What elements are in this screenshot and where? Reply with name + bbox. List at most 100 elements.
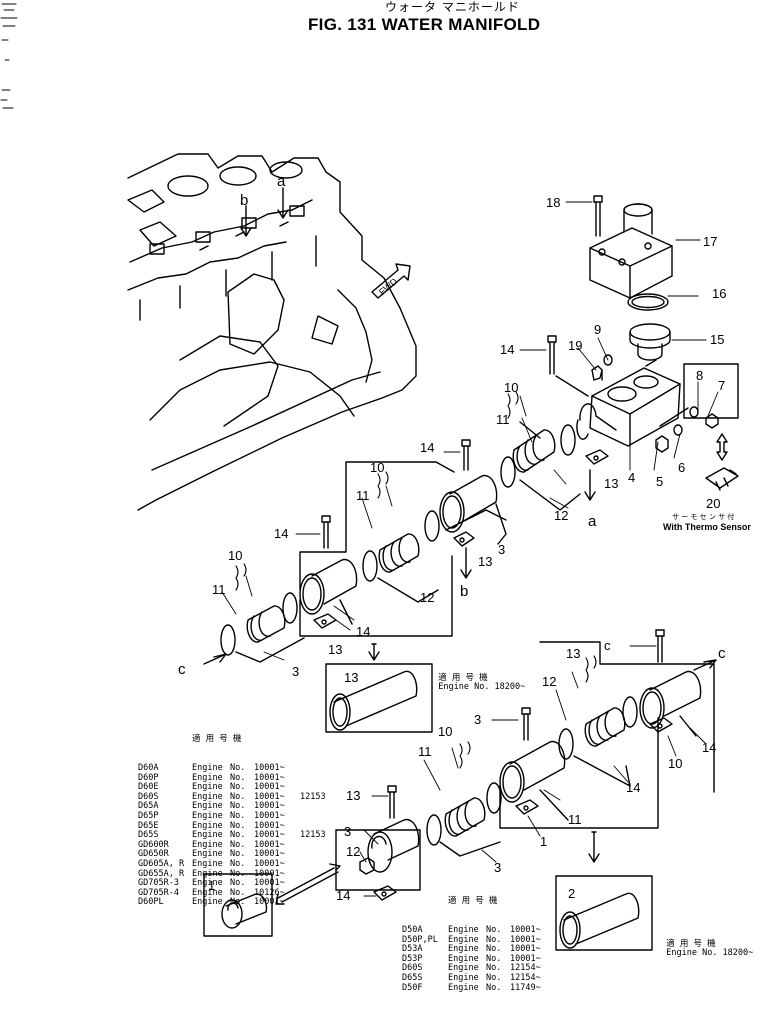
gasket-13-left (313, 613, 337, 629)
right-table-header: 適 用 号 機 (448, 896, 498, 907)
bolt-14-lower-right (655, 629, 665, 663)
engine-cell: Engine (192, 868, 223, 879)
callout-11c: 11 (212, 582, 226, 597)
leader-lines (221, 201, 719, 897)
gasket-13-mid (453, 531, 475, 547)
callout-14a: 14 (500, 342, 514, 357)
no-cell: No. (230, 858, 246, 869)
hose-11-lower-right (558, 696, 638, 787)
callout-10a: 10 (504, 380, 518, 395)
model-cell: GD705R-4 (138, 887, 179, 898)
callout-1b: 1 (208, 878, 215, 893)
callout-10d: 13 (566, 646, 580, 661)
fwd-arrow (371, 263, 411, 299)
page-title: FIG. 131 WATER MANIFOLD (308, 15, 541, 34)
serial-end-cell (300, 764, 340, 774)
callout-9: 9 (594, 322, 601, 337)
pipe-3-mid (299, 555, 453, 637)
serial-cell: 10001~ (510, 924, 541, 935)
callout-3c: 14 (702, 740, 716, 755)
engine-cell: Engine (448, 963, 479, 974)
engine-cell: Engine (192, 858, 223, 869)
letter-a: a (588, 513, 597, 530)
gasket-13-lower-left (373, 885, 397, 901)
model-cell: D65S (402, 972, 423, 983)
engine-cell: Engine (192, 791, 223, 802)
serial-end-cell (300, 812, 340, 822)
serial-end-cell (300, 879, 340, 889)
callout-16: 16 (712, 286, 726, 301)
no-cell: No. (230, 791, 246, 802)
callout-19: 19 (568, 338, 582, 353)
model-cell: D50P,PL (402, 934, 438, 945)
callout-17: 17 (703, 234, 717, 249)
callout-13e: 14 (336, 888, 350, 903)
callout-11b: 11 (356, 488, 370, 503)
callout-20: 20 (706, 496, 720, 511)
engine-block (127, 153, 417, 511)
note-bottom-jp: 適 用 号 機 (666, 938, 716, 949)
serial-cell: 10001~ (510, 944, 541, 955)
no-cell: No. (486, 944, 502, 955)
bolt-14-lower-left (387, 785, 397, 819)
callout-11e: 11 (418, 744, 432, 759)
hose-11-lower-left (426, 782, 502, 857)
note-top: 適 用 号 機 Engine No. 18200~ (428, 664, 525, 693)
hose-11-left (220, 592, 305, 663)
engine-cell: Engine (448, 972, 479, 983)
model-cell: GD650R (138, 849, 169, 860)
double-arrow-lower-left (275, 863, 341, 905)
serial-cell: 10001~ (254, 858, 285, 869)
callout-13c: 13 (328, 642, 342, 657)
model-cell: GD655A, R (138, 868, 185, 879)
no-cell: No. (486, 924, 502, 935)
letter-c-left: c (178, 661, 186, 678)
callout-7: 7 (718, 378, 725, 393)
callout-letters: a b c c (178, 513, 726, 678)
model-cell: D60S (402, 963, 423, 974)
alt-pipe-box-lower (555, 875, 653, 951)
gasket-9 (603, 354, 613, 366)
serial-cell: 10001~ (254, 801, 285, 812)
callout-2: 12 (346, 844, 360, 859)
serial-end-cell (300, 889, 340, 899)
arrow-lower-box (588, 831, 600, 863)
letter-c-right: c (718, 645, 726, 662)
engine-cell: Engine (448, 944, 479, 955)
gasket-13-lower-mid (515, 799, 539, 815)
model-cell: D50F (402, 982, 423, 993)
note-top-en: Engine No. 18200~ (438, 682, 526, 692)
letter-b-engine: b (240, 192, 248, 209)
engine-cell: Engine (192, 810, 223, 821)
serial-cell: 10001~ (254, 868, 285, 879)
clip-10-marks (235, 391, 597, 769)
serial-cell: 10001~ (254, 762, 285, 773)
serial-end-cell: 12153 (300, 791, 326, 802)
serial-cell: 10001~ (510, 953, 541, 964)
hose-11-mid (362, 510, 440, 603)
serial-cell: 10001~ (254, 782, 285, 793)
bracket-line-upper (299, 461, 455, 591)
note-bottom: 適 用 号 機 Engine No. 18200~ (656, 930, 753, 959)
engine-cell: Engine (192, 782, 223, 793)
no-cell: No. (230, 830, 246, 841)
callout-13d: 10 (668, 756, 682, 771)
no-cell: No. (230, 772, 246, 783)
letter-b: b (460, 583, 468, 600)
